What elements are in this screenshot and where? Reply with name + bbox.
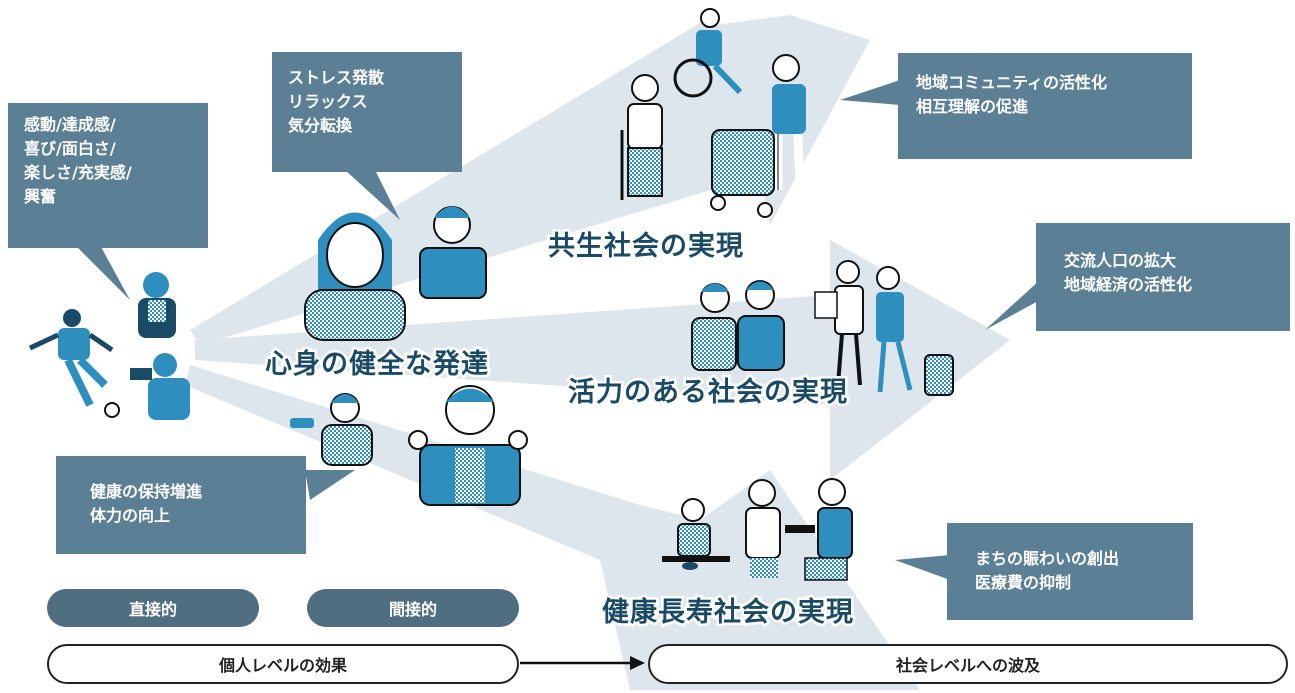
direct-pill: 直接的 [47,589,259,627]
doctor-patient-figure [745,478,853,581]
emotion-line-3: 楽しさ/充実感/ [24,163,132,182]
goal-coexist: 共生社会の実現 [546,229,746,265]
stroller-parent-figure [710,54,806,218]
hugging-pair-figure [691,280,785,371]
town-bubble: まちの賑わいの創出 医療費の抑制 [947,523,1193,620]
health-line-1: 健康の保持増進 [90,482,203,501]
emotion-bubble: 感動/達成感/ 喜び/面白さ/ 楽しさ/充実感/ 興奮 [8,103,208,248]
stress-line-1: ストレス発散 [288,68,385,87]
tourists-figure [814,260,954,396]
exchange-bubble: 交流人口の拡大 地域経済の活性化 [1036,223,1290,331]
stress-relief-bubble: ストレス発散 リラックス 気分転換 [272,52,462,172]
social-level-bar: 社会レベルへの波及 [648,644,1288,684]
indirect-pill: 間接的 [307,589,519,627]
wheelchair-user-figure [673,8,743,98]
cheering-woman-figure [138,272,176,338]
tail-town [895,555,950,580]
community-line-1: 地域コミュニティの活性化 [916,73,1108,92]
stress-line-3: 気分転換 [288,116,353,135]
elderly-woman-figure [620,74,663,200]
tail-stress [345,170,400,220]
goal-longevity: 健康長寿社会の実現 [600,595,856,631]
eating-person-figure [662,498,730,570]
tail-health [305,470,355,500]
emotion-line-4: 興奮 [24,187,57,206]
tail-exchange [985,280,1040,330]
relaxed-woman-figure [304,212,406,341]
community-bubble: 地域コミュニティの活性化 相互理解の促進 [898,53,1192,159]
stress-line-2: リラックス [288,92,368,111]
exchange-line-2: 地域経済の活性化 [1064,275,1193,294]
community-line-2: 相互理解の促進 [916,97,1029,116]
emotion-line-2: 喜び/面白さ/ [24,139,116,158]
arrow-vital [195,240,1010,480]
emotion-line-1: 感動/達成感/ [24,115,116,134]
town-line-2: 医療費の抑制 [975,573,1072,592]
bar-connector-head [630,656,645,670]
town-line-1: まちの賑わいの創出 [975,549,1120,568]
tail-emotion [75,245,130,300]
exchange-line-1: 交流人口の拡大 [1064,251,1177,270]
shouting-man-figure [130,353,190,420]
dumbbell-man-figure [290,393,373,466]
laughing-man-figure [419,206,487,299]
fist-pump-man-figure [408,385,528,506]
individual-level-bar: 個人レベルの効果 [47,644,519,684]
soccer-player-figure [28,309,120,418]
goal-vital: 活力のある社会の実現 [566,375,850,411]
health-bubble: 健康の保持増進 体力の向上 [56,456,306,554]
center-label: 心身の健全な発達 [263,347,491,383]
health-line-2: 体力の向上 [90,506,171,525]
tail-community [840,80,900,105]
